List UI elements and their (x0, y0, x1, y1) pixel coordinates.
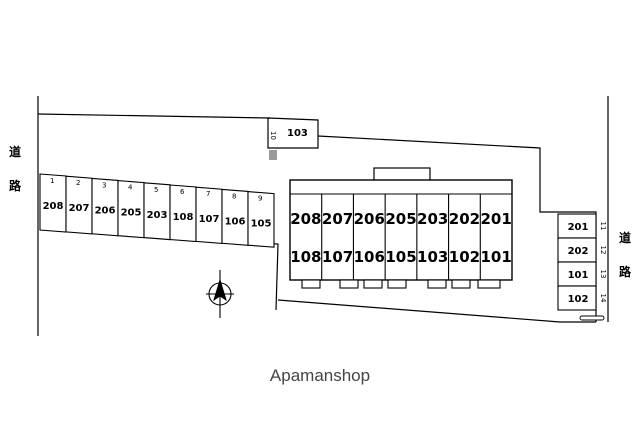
balcony-tab (477, 279, 501, 289)
slot-number-text: 9 (258, 195, 262, 203)
unit-208: 208 (290, 210, 321, 228)
parking-slot-10 (267, 117, 319, 149)
slot-outline (557, 213, 597, 239)
unit-206: 206 (354, 210, 385, 228)
balcony-tab (427, 279, 447, 289)
slot-number-text: 10 (269, 131, 277, 140)
unit-207: 207 (322, 210, 353, 228)
slot-number-text: 6 (180, 188, 185, 196)
parking-slot-2: 2 207 (65, 175, 93, 235)
road-char-2: 路 (618, 265, 631, 279)
bottom-boundary-line (277, 299, 596, 323)
slot-label-text: 203 (147, 210, 168, 221)
unit-103: 103 (417, 248, 448, 266)
balcony-tab (301, 279, 321, 289)
slot-label-text: 207 (69, 203, 90, 214)
slot-label-text: 105 (251, 219, 272, 230)
road-char-1: 道 (618, 231, 631, 245)
slot-number-text: 1 (50, 177, 54, 185)
north-arrow-icon (206, 270, 234, 318)
parking-slot-7: 7 107 (195, 186, 223, 244)
unit-108: 108 (290, 248, 321, 266)
slot-number-text: 12 (599, 246, 607, 255)
unit-106: 106 (354, 248, 385, 266)
slot-label-text: 102 (568, 294, 589, 305)
slot-number-text: 3 (102, 181, 106, 189)
balcony-tab (363, 279, 383, 289)
parking-slot-3: 3 206 (91, 177, 119, 237)
building-outline (289, 179, 513, 281)
parking-slot-12: 202 12 (557, 237, 607, 263)
parking-slot-13: 101 13 (557, 261, 607, 287)
slot-label-text: 103 (287, 128, 308, 139)
slot-number-text: 7 (206, 190, 210, 198)
unit-102: 102 (449, 248, 480, 266)
unit-205: 205 (385, 210, 416, 228)
parking-slot-14: 102 14 (557, 285, 607, 311)
slot-outline (247, 191, 275, 248)
slot-label-text: 101 (568, 270, 589, 281)
parking-slot-9: 9 105 (247, 191, 275, 248)
unit-202: 202 (449, 210, 480, 228)
road-label-right: 道 路 (618, 232, 632, 278)
arrow-head (213, 278, 227, 302)
slot-label-text: 201 (568, 222, 589, 233)
parking-slot-8: 8 106 (221, 188, 249, 246)
slot-label-text: 107 (199, 214, 220, 225)
parking-slot-6: 6 108 (169, 184, 197, 243)
slot-label-text: 206 (95, 205, 116, 216)
slot-number-text: 2 (76, 179, 80, 187)
unit-101: 101 (480, 248, 511, 266)
slot-number-text: 11 (599, 222, 607, 231)
slot-number-text: 5 (154, 186, 158, 194)
parking-slot-4: 4 205 (117, 180, 145, 239)
curb-stop (579, 315, 605, 321)
watermark-text: Apamanshop (269, 366, 371, 385)
road-char-2: 路 (8, 179, 21, 193)
slot-outline (557, 237, 597, 263)
road-label-left: 道 路 (8, 146, 22, 192)
slot-number-text: 13 (599, 270, 607, 279)
unit-203: 203 (417, 210, 448, 228)
unit-201: 201 (480, 210, 511, 228)
unit-105: 105 (385, 248, 416, 266)
top-boundary-line-west (37, 113, 271, 119)
balcony-tab (339, 279, 359, 289)
slot-label-text: 202 (568, 246, 589, 257)
slot-outline (557, 285, 597, 311)
balcony-tab (451, 279, 471, 289)
parking-slot-11: 201 11 (557, 213, 607, 239)
balcony-tab (387, 279, 407, 289)
slot-number-text: 4 (128, 184, 133, 192)
unit-107: 107 (322, 248, 353, 266)
parking-slot-1: 1 208 (39, 173, 67, 233)
slot-number-text: 8 (232, 192, 236, 200)
slot-label-text: 205 (121, 208, 142, 219)
slot-label-text: 106 (225, 216, 246, 227)
slot-label-text: 208 (43, 201, 64, 212)
slot-label-text: 108 (173, 212, 194, 223)
parking-slot-5: 5 203 (143, 182, 171, 241)
slot-number-text: 14 (599, 294, 607, 303)
road-char-1: 道 (8, 145, 21, 159)
